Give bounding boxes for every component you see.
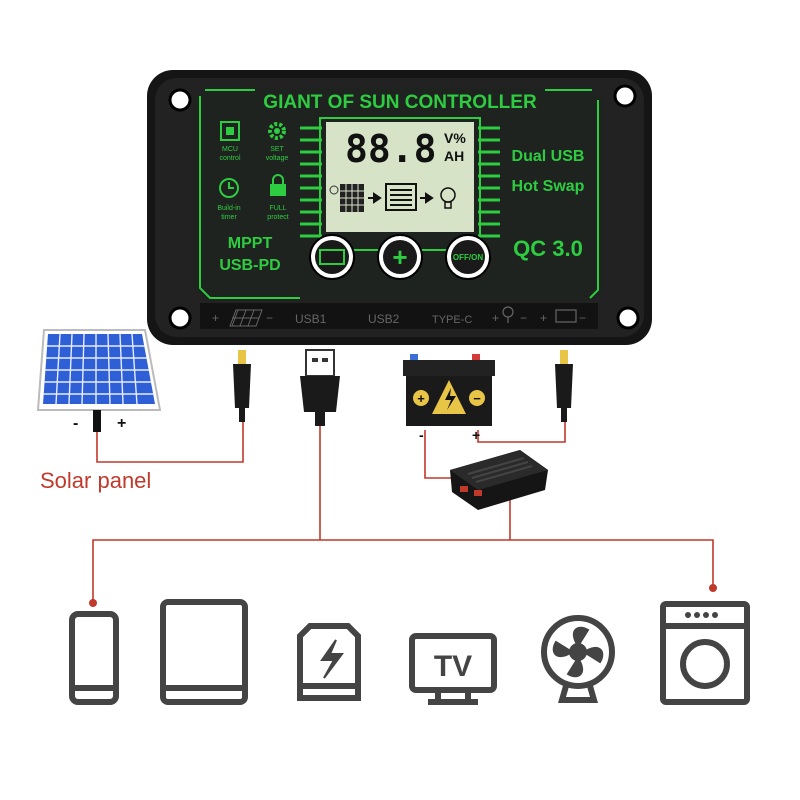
gear-icon — [268, 122, 286, 140]
power-button[interactable]: OFF/ON — [445, 234, 491, 280]
lock-icon — [270, 174, 286, 196]
load-minus-port-label: − — [520, 311, 527, 325]
solar-panel-icon — [36, 329, 162, 432]
typec-port-label: TYPE-C — [432, 314, 472, 326]
protect-label: FULL — [269, 205, 286, 212]
hot-swap-label: Hot Swap — [512, 178, 585, 195]
svg-text:−: − — [473, 391, 481, 406]
set-label: SET — [270, 146, 284, 153]
solar-port-icon — [229, 309, 263, 327]
panel-icon — [340, 184, 364, 212]
solar-minus-label: - — [73, 415, 78, 432]
bus-node — [709, 584, 717, 592]
battery-plus-wire — [477, 420, 566, 443]
battery-minus-port-label: − — [579, 311, 586, 325]
usb-plug-icon — [300, 349, 340, 426]
battery-button-icon — [319, 249, 345, 265]
load-plus-port-label: + — [492, 311, 499, 325]
battery-port-icon — [555, 309, 577, 323]
solar-plus-port-label: + — [212, 311, 219, 325]
timer-sublabel: timer — [221, 214, 237, 221]
usb2-port-label: USB2 — [368, 312, 400, 326]
power-button-label: OFF/ON — [453, 253, 483, 262]
lcd-unit-top: V% — [444, 130, 466, 146]
sun-icon — [329, 185, 339, 195]
mount-hole — [168, 88, 192, 112]
bulb-port-icon — [502, 306, 514, 323]
battery-minus-label: - — [419, 427, 424, 443]
controller-title: GIANT OF SUN CONTROLLER — [263, 92, 537, 113]
tv-icon: TV — [409, 633, 497, 705]
timer-label: Build-in — [217, 205, 240, 212]
solar-wire — [96, 420, 244, 463]
lcd-digits: 88.8 — [345, 127, 437, 171]
dc-plug-icon — [233, 350, 251, 422]
protect-sublabel: protect — [267, 214, 288, 221]
arrow-icon — [420, 192, 434, 204]
set-sublabel: voltage — [266, 155, 289, 162]
washing-machine-icon — [660, 601, 750, 705]
solar-minus-port-label: − — [266, 311, 273, 325]
battery-plus-label: + — [472, 427, 480, 443]
arrow-icon — [368, 192, 382, 204]
mount-hole — [168, 306, 192, 330]
mount-hole — [616, 306, 640, 330]
battery-plus-port-label: + — [540, 311, 547, 325]
fan-icon — [541, 615, 615, 703]
qc-label: QC 3.0 — [513, 236, 583, 261]
mode-button[interactable] — [309, 234, 355, 280]
bulb-icon — [440, 187, 456, 209]
bus-wire — [92, 539, 714, 600]
solar-plus-label: + — [117, 415, 126, 432]
solar-panel-caption: Solar panel — [40, 468, 152, 493]
battery-lcd-icon — [385, 183, 417, 211]
battery-minus-wire — [424, 430, 455, 479]
lcd-screen — [326, 122, 474, 232]
tv-label: TV — [434, 650, 472, 683]
mppt-label: MPPT — [228, 235, 273, 252]
dc-plug-icon — [555, 350, 573, 422]
battery-icon: + − — [403, 354, 495, 426]
lcd-unit-bottom: AH — [444, 148, 464, 164]
plus-button-label: + — [392, 242, 407, 272]
mcu-sublabel: control — [219, 155, 240, 162]
dual-usb-label: Dual USB — [512, 148, 585, 165]
clock-icon — [219, 178, 239, 198]
usb1-port-label: USB1 — [295, 312, 327, 326]
mount-hole — [613, 84, 637, 108]
svg-text:+: + — [417, 391, 425, 406]
mcu-chip-icon — [220, 121, 240, 141]
port-strip — [200, 303, 598, 329]
phone-icon — [69, 611, 119, 705]
bus-node — [89, 599, 97, 607]
tablet-icon — [160, 599, 248, 705]
plus-button[interactable]: + — [377, 234, 423, 280]
power-bank-icon — [297, 623, 361, 701]
usbpd-label: USB-PD — [219, 257, 280, 274]
mcu-label: MCU — [222, 146, 238, 153]
inverter-icon — [450, 450, 548, 510]
